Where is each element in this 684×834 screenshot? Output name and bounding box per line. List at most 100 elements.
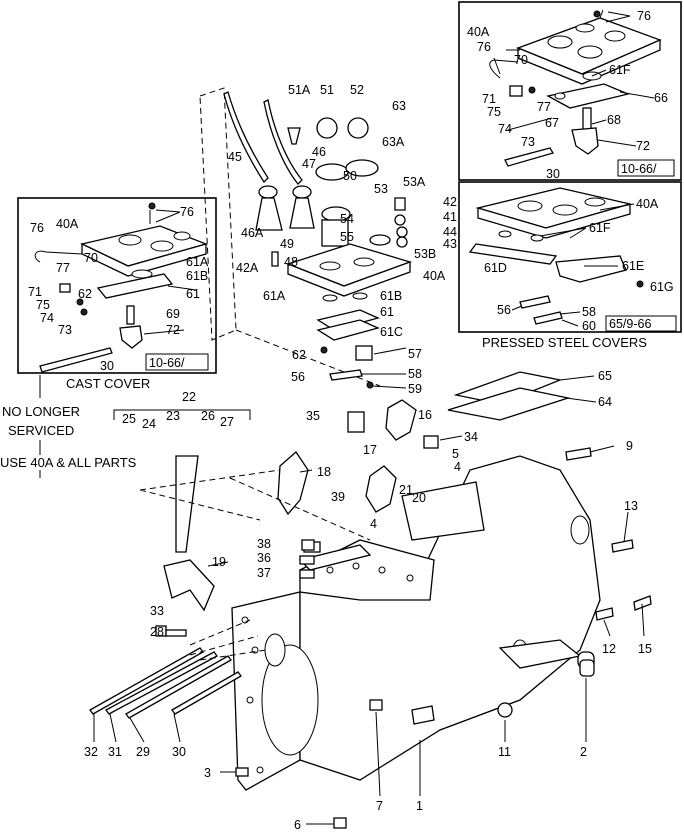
shift-fork-19 <box>163 559 215 612</box>
label-72: 72 <box>636 139 650 153</box>
label-40a: 40A <box>56 217 79 231</box>
label-52: 52 <box>350 83 364 97</box>
label-7: 7 <box>376 799 383 813</box>
label-3: 3 <box>204 766 211 780</box>
label-50: 50 <box>343 169 357 183</box>
shift-fork-16 <box>385 399 417 441</box>
label-24: 24 <box>142 417 156 431</box>
label-53: 53 <box>374 182 388 196</box>
label-75: 75 <box>36 298 50 312</box>
label-76: 76 <box>477 40 491 54</box>
label-56: 56 <box>497 303 511 317</box>
label-61b: 61B <box>380 289 402 303</box>
label-66: 66 <box>654 91 668 105</box>
label-62: 62 <box>292 348 306 362</box>
label-20: 20 <box>412 491 426 505</box>
label-46a: 46A <box>241 226 264 240</box>
label-34: 34 <box>464 430 478 444</box>
label-47: 47 <box>302 157 316 171</box>
shift-fork-17 <box>365 465 397 513</box>
label-18: 18 <box>317 465 331 479</box>
leader-lines <box>93 11 655 825</box>
label-63a: 63A <box>382 135 405 149</box>
label-31: 31 <box>108 745 122 759</box>
label-40a: 40A <box>636 197 659 211</box>
transmission-housing <box>231 455 601 791</box>
inset-box-cast-cover <box>17 197 217 374</box>
label-40a: 40A <box>467 25 490 39</box>
label-12: 12 <box>602 642 616 656</box>
shift-rail-22 <box>175 455 199 553</box>
label-61f: 61F <box>609 63 631 77</box>
label-26: 26 <box>201 409 215 423</box>
label-54: 54 <box>340 212 354 226</box>
label-68: 68 <box>607 113 621 127</box>
label-48: 48 <box>284 255 298 269</box>
label-45: 45 <box>228 150 242 164</box>
part-labels: 76 40A 76 70 61F 71 75 77 66 73 74 67 68… <box>0 9 674 832</box>
label-61: 61 <box>186 287 200 301</box>
label-30: 30 <box>546 167 560 181</box>
no-longer-note: NO LONGER <box>2 404 80 419</box>
label-53a: 53A <box>403 175 426 189</box>
inset-box-top-right <box>458 1 682 181</box>
label-37: 37 <box>257 566 271 580</box>
label-6: 6 <box>294 818 301 832</box>
label-76: 76 <box>637 9 651 23</box>
bolts-and-pins <box>155 447 652 829</box>
bracket-22 <box>113 409 251 420</box>
label-25: 25 <box>122 412 136 426</box>
label-65-9-66: 65/9-66 <box>609 317 651 331</box>
date-box-pressed-steel <box>605 315 677 332</box>
label-60: 60 <box>582 319 596 333</box>
label-13: 13 <box>624 499 638 513</box>
label-61f: 61F <box>589 221 611 235</box>
label-77: 77 <box>537 100 551 114</box>
inset-box-pressed-steel <box>458 181 682 333</box>
pressed-steel-covers-caption: PRESSED STEEL COVERS <box>482 335 647 350</box>
label-38: 38 <box>257 537 271 551</box>
shift-rails <box>89 647 242 719</box>
cast-cover-caption: CAST COVER <box>66 376 150 391</box>
label-21: 21 <box>399 483 413 497</box>
label-58: 58 <box>582 305 596 319</box>
label-51a: 51A <box>288 83 311 97</box>
label-17: 17 <box>363 443 377 457</box>
block-34 <box>423 435 439 449</box>
shift-fork-18 <box>277 451 309 516</box>
label-49: 49 <box>280 237 294 251</box>
label-74: 74 <box>40 311 54 325</box>
dashed-connectors <box>139 469 371 661</box>
label-73: 73 <box>58 323 72 337</box>
label-32: 32 <box>84 745 98 759</box>
label-73: 73 <box>521 135 535 149</box>
label-53b: 53B <box>414 247 436 261</box>
label-71: 71 <box>28 285 42 299</box>
label-35: 35 <box>306 409 320 423</box>
label-30: 30 <box>172 745 186 759</box>
label-57: 57 <box>408 347 422 361</box>
label-55: 55 <box>340 230 354 244</box>
label-42: 42 <box>443 195 457 209</box>
label-1: 1 <box>416 799 423 813</box>
date-box-top-right <box>617 159 675 177</box>
label-4: 4 <box>370 517 377 531</box>
label-77: 77 <box>56 261 70 275</box>
label-40a: 40A <box>423 269 446 283</box>
label-74: 74 <box>498 122 512 136</box>
label-67: 67 <box>545 116 559 130</box>
label-23: 23 <box>166 409 180 423</box>
label-58: 58 <box>408 367 422 381</box>
block-35 <box>347 411 365 433</box>
label-69: 69 <box>166 307 180 321</box>
label-22: 22 <box>182 390 196 404</box>
serviced-note: SERVICED <box>8 423 74 438</box>
top-right-cover-assembly <box>489 9 662 167</box>
label-64: 64 <box>598 395 612 409</box>
label-19: 19 <box>212 555 226 569</box>
use-40a-note: USE 40A & ALL PARTS <box>0 455 137 470</box>
label-61d: 61D <box>484 261 507 275</box>
label-16: 16 <box>418 408 432 422</box>
